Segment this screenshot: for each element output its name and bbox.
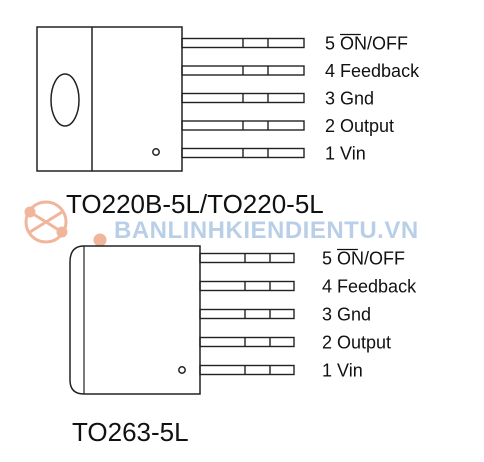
pin-name: Vin	[337, 361, 363, 381]
watermark-text: BANLINHKIENDIENTU.VN	[114, 217, 419, 244]
pin-number: 5	[322, 249, 337, 269]
pin-label-1: 1 Vin	[325, 144, 366, 164]
pin-number: 3	[325, 89, 340, 109]
pin-name: ON/OFF	[337, 249, 405, 269]
pin-label-2: 2 Output	[325, 116, 394, 136]
pin-lead-1	[181, 147, 305, 159]
to220-pin1-marker	[152, 148, 160, 156]
pin-label-4: 4 Feedback	[325, 61, 420, 81]
pin-lead-4	[181, 65, 305, 76]
pin-label-3: 3 Gnd	[322, 305, 371, 325]
pin-number: 5	[325, 34, 340, 54]
to220-package-label: TO220B-5L/TO220-5L	[66, 189, 324, 219]
watermark-logo-icon	[24, 200, 107, 247]
pin-number: 2	[325, 116, 340, 136]
pin-name: Output	[337, 333, 391, 353]
pin-name: Feedback	[340, 61, 420, 81]
pin-number: 4	[325, 61, 340, 81]
to263-pin-leads	[199, 252, 295, 376]
pin-name: Output	[340, 116, 394, 136]
pin-number: 1	[325, 144, 340, 164]
to263-body	[69, 245, 201, 395]
to263-package-label: TO263-5L	[72, 417, 189, 447]
pin-label-5: 5 ON/OFF	[325, 34, 408, 54]
pin-lead-4	[199, 280, 295, 292]
pin-name: Gnd	[340, 89, 374, 109]
pin-lead-5	[181, 37, 305, 49]
pin-number: 2	[322, 333, 337, 353]
pin-number: 1	[322, 361, 337, 381]
pin-name: ON/OFF	[340, 34, 408, 54]
pin-label-4: 4 Feedback	[322, 277, 417, 297]
to263-pin1-marker	[178, 366, 186, 374]
pin-lead-2	[199, 336, 295, 348]
pin-number: 4	[322, 277, 337, 297]
pin-name: Vin	[340, 144, 366, 164]
pin-lead-3	[181, 92, 305, 104]
pin-number: 3	[322, 305, 337, 325]
to220-pin-leads	[181, 37, 305, 159]
pin-label-2: 2 Output	[322, 333, 391, 353]
to220-tab-body	[36, 26, 183, 172]
pin-lead-1	[199, 364, 295, 376]
pin-label-3: 3 Gnd	[325, 89, 374, 109]
pin-lead-2	[181, 120, 305, 131]
pin-lead-5	[199, 252, 295, 264]
pin-lead-3	[199, 308, 295, 320]
to220-mounting-hole	[50, 73, 80, 127]
pin-name: Feedback	[337, 277, 417, 297]
pin-name: Gnd	[337, 305, 371, 325]
pin-label-1: 1 Vin	[322, 361, 363, 381]
watermark: BANLINHKIENDIENTU.VN	[24, 200, 419, 247]
pin-label-5: 5 ON/OFF	[322, 249, 405, 269]
